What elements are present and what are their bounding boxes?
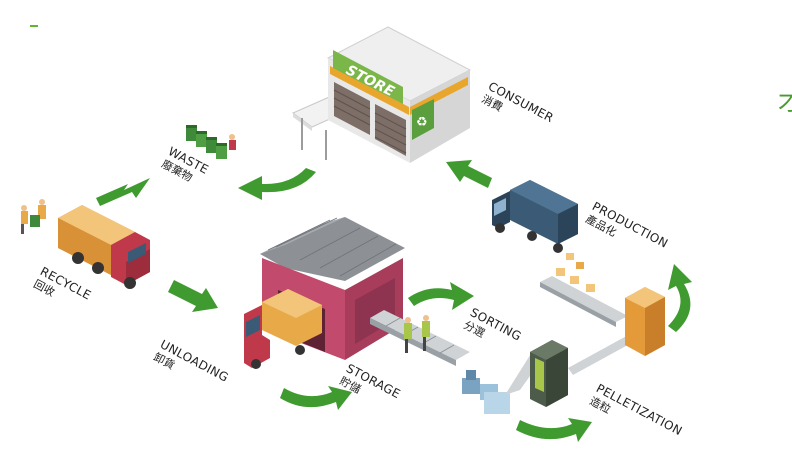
arrow-store-to-waste [238,168,316,200]
arrow-pellet-to-production [668,264,692,332]
pelletizer-machine [530,333,637,407]
waste-bins-icon [186,125,236,159]
arrow-sorting-to-pelletization [516,418,592,442]
production-van [492,180,578,253]
arrow-storage-to-sorting [408,282,474,310]
arrow-recycle-to-unloading [168,280,218,312]
unloading-truck [244,289,322,369]
recycle-truck [21,199,150,289]
accent-dash [30,25,38,27]
arrow-unloading-to-storage [280,386,352,410]
recycle-symbol-icon: ♻ [416,115,428,130]
sorting-line [370,310,545,414]
arrow-waste-to-recycle [96,178,150,206]
production-boxes [540,253,665,356]
arrow-production-to-consumer [446,160,492,188]
cropped-glyph: 才 [778,88,792,116]
store-building [292,26,472,163]
